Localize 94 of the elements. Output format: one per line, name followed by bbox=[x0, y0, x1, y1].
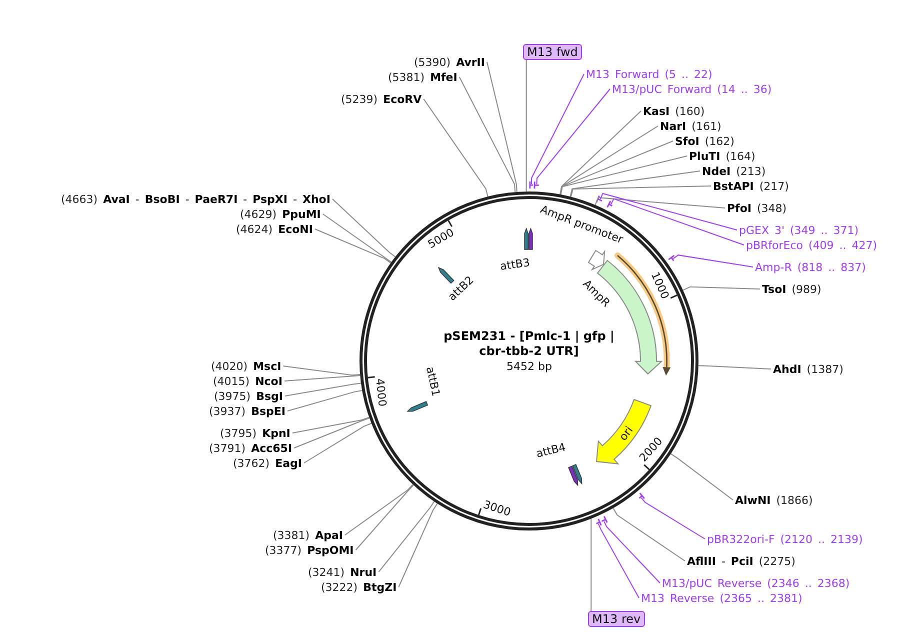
primer-site-label: M13/pUC Forward (14 .. 36) bbox=[612, 82, 772, 96]
leader-line bbox=[682, 286, 760, 291]
leader-line bbox=[423, 98, 488, 198]
restriction-site-label: TsoI (989) bbox=[762, 282, 822, 296]
primer-binding-mark bbox=[534, 180, 540, 190]
leader-line bbox=[294, 418, 370, 448]
leader-line bbox=[526, 60, 527, 192]
leader-line bbox=[378, 501, 435, 572]
restriction-site-label: (5390) AvrII bbox=[414, 56, 485, 68]
leader-line bbox=[292, 416, 370, 434]
leader-line bbox=[570, 186, 712, 198]
restriction-site-label: (3222) BtgZI bbox=[321, 580, 397, 594]
restriction-site-label: PfoI (348) bbox=[727, 202, 787, 214]
primer-binding-mark bbox=[606, 200, 613, 208]
primer-binding-mark bbox=[529, 180, 534, 190]
restriction-site-label: BstAPI (217) bbox=[713, 180, 789, 192]
restriction-site-label: (3241) NruI bbox=[308, 566, 377, 578]
feature-label: attB3 bbox=[500, 256, 532, 274]
leader-line bbox=[332, 198, 396, 258]
leader-line bbox=[398, 503, 438, 588]
primer-site-label: M13 Reverse (2365 .. 2381) bbox=[641, 592, 802, 604]
map-feature bbox=[616, 254, 672, 377]
restriction-site-label: (5381) MfeI bbox=[388, 70, 458, 84]
leader-line bbox=[640, 497, 706, 540]
restriction-site-label: KasI (160) bbox=[643, 104, 705, 118]
leader-line bbox=[303, 422, 372, 464]
restriction-site-label: (4629) PpuMI bbox=[240, 208, 321, 220]
leader-line bbox=[458, 76, 516, 193]
restriction-site-label: (3795) KpnI bbox=[220, 426, 290, 440]
scale-label: 3000 bbox=[482, 498, 513, 520]
leader-line bbox=[355, 484, 414, 550]
primer-binding-mark bbox=[596, 195, 603, 203]
primer-tag: M13 fwd bbox=[523, 44, 582, 60]
feature-label: attB4 bbox=[535, 440, 568, 460]
primer-binding-mark bbox=[596, 518, 602, 526]
restriction-site-label: (3791) Acc65I bbox=[209, 442, 292, 454]
restriction-site-label: (5239) EcoRV bbox=[341, 92, 422, 106]
leader-line bbox=[344, 484, 414, 536]
leader-line bbox=[594, 197, 726, 208]
leader-line bbox=[612, 508, 686, 562]
restriction-site-label: SfoI (162) bbox=[675, 134, 734, 148]
primer-site-label: Amp-R (818 .. 837) bbox=[755, 260, 866, 274]
leader-line bbox=[314, 228, 392, 264]
restriction-site-label: (3762) EagI bbox=[233, 456, 302, 470]
leader-line bbox=[570, 170, 700, 198]
restriction-site-label: NdeI (213) bbox=[702, 164, 766, 178]
scale-label: 4000 bbox=[373, 377, 390, 407]
primer-site-label: M13/pUC Reverse (2346 .. 2368) bbox=[662, 576, 850, 590]
leader-line bbox=[610, 198, 744, 246]
leader-line bbox=[560, 140, 674, 195]
restriction-site-label: NarI (161) bbox=[660, 120, 722, 132]
leader-line bbox=[536, 88, 610, 185]
leader-line bbox=[560, 156, 688, 196]
restriction-site-label: (3377) PspOMI bbox=[265, 544, 354, 556]
leader-line bbox=[590, 518, 592, 612]
leader-line bbox=[600, 192, 738, 230]
leader-line bbox=[604, 520, 660, 584]
restriction-site-label: AflIII - PciI (2275) bbox=[687, 554, 796, 568]
leader-line bbox=[598, 523, 640, 598]
leader-line bbox=[322, 214, 392, 263]
leader-line bbox=[672, 254, 754, 268]
feature-label: attB1 bbox=[424, 365, 443, 398]
restriction-site-label: PluTI (164) bbox=[689, 150, 756, 162]
leader-line bbox=[698, 365, 772, 370]
primer-site-label: pBR322ori-F (2120 .. 2139) bbox=[707, 532, 863, 546]
primer-site-label: pGEX 3' (349 .. 371) bbox=[739, 224, 859, 236]
restriction-site-label: AlwNI (1866) bbox=[735, 494, 813, 506]
restriction-site-label: (3381) ApaI bbox=[273, 528, 343, 542]
feature-label: ori bbox=[616, 424, 636, 444]
restriction-site-label: (3975) BsgI bbox=[214, 390, 283, 402]
restriction-site-label: (3937) BspEI bbox=[209, 404, 286, 418]
leader-line bbox=[284, 382, 362, 396]
primer-binding-mark bbox=[668, 254, 675, 262]
primer-site-label: M13 Forward (5 .. 22) bbox=[586, 68, 712, 80]
plasmid-name: pSEM231 - [Pmlc-1 | gfp | cbr-tbb-2 UTR] bbox=[443, 329, 615, 359]
restriction-site-label: (4624) EcoNI bbox=[236, 222, 313, 236]
restriction-site-label: (4015) NcoI bbox=[213, 374, 282, 388]
leader-line bbox=[670, 453, 734, 500]
primer-tag: M13 rev bbox=[588, 611, 645, 627]
restriction-site-label: AhdI (1387) bbox=[773, 362, 844, 376]
primer-binding-mark bbox=[638, 492, 646, 500]
leader-line bbox=[282, 366, 361, 376]
primer-binding-mark bbox=[601, 516, 608, 524]
leader-line bbox=[287, 390, 363, 412]
leader-line bbox=[486, 62, 518, 192]
leader-line bbox=[530, 74, 584, 185]
leader-line bbox=[560, 126, 658, 195]
scale-label: 1000 bbox=[648, 270, 672, 301]
restriction-site-label: (4663) AvaI - BsoBI - PaeR7I - PspXI - XhoI bbox=[61, 192, 330, 206]
plasmid-length: 5452 bp bbox=[506, 360, 552, 373]
primer-site-label: pBRforEco (409 .. 427) bbox=[746, 238, 878, 252]
restriction-site-label: (4020) MscI bbox=[211, 360, 282, 372]
leader-line bbox=[284, 374, 361, 382]
leader-line bbox=[560, 110, 642, 195]
